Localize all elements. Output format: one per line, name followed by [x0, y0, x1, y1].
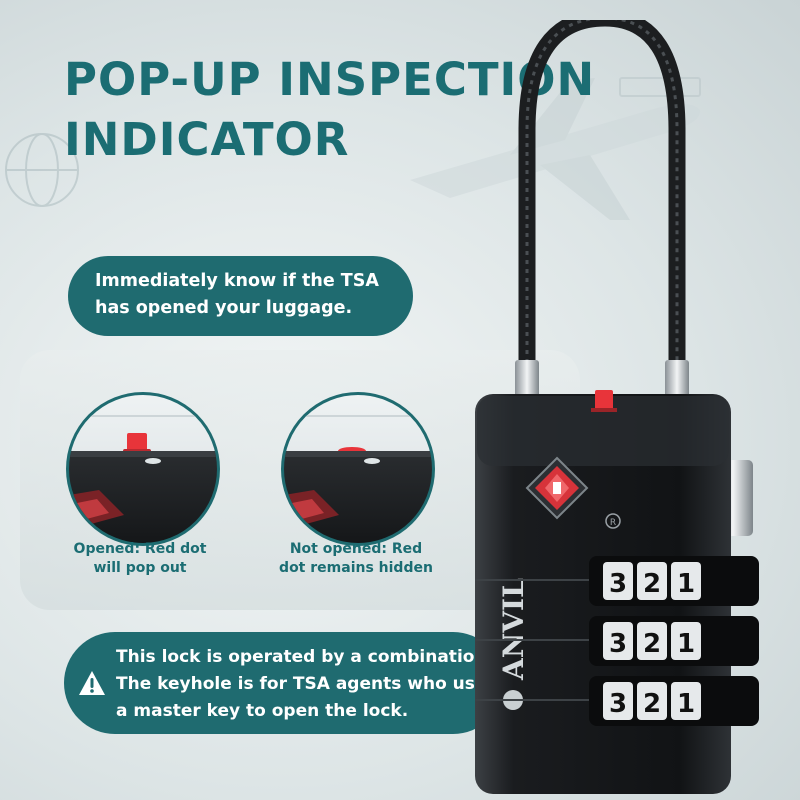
combination-dial-3: 3 2 1	[589, 676, 759, 726]
page-title: POP-UP INSPECTION INDICATOR	[64, 50, 595, 170]
opened-caption: Opened: Red dot will pop out	[30, 540, 250, 578]
not-opened-caption-line-1: Not opened: Red	[289, 541, 423, 557]
title-line-1: POP-UP INSPECTION	[64, 53, 596, 106]
dial-2-wheel-2	[637, 622, 667, 660]
brand-name: ANVIL	[497, 578, 530, 681]
left-collar	[515, 360, 539, 400]
opened-caption-line-1: Opened: Red dot	[73, 541, 207, 557]
dial-1-wheel-1	[603, 562, 633, 600]
indicator-pin	[595, 390, 613, 412]
notice-line-2: The keyhole is for TSA agents who use	[116, 674, 487, 694]
warning-triangle-icon	[79, 671, 105, 695]
dial-3-digit-1: 3	[609, 689, 627, 719]
brand-logo: ANVIL	[497, 578, 530, 710]
title-line-2: INDICATOR	[64, 113, 350, 166]
intro-callout: Immediately know if the TSA has opened y…	[68, 256, 413, 336]
dial-1-digit-2: 2	[643, 569, 661, 599]
combination-dial-2: 3 2 1	[589, 616, 759, 666]
dial-2-digit-1: 3	[609, 629, 627, 659]
dial-3-wheel-1	[603, 682, 633, 720]
indicator-popped-illustration	[69, 415, 217, 530]
intro-line-2: has opened your luggage.	[95, 298, 353, 318]
cable-shackle	[518, 20, 686, 372]
dial-1-digit-3: 1	[677, 569, 695, 599]
combination-dial-1: 3 2 1	[589, 556, 759, 606]
not-opened-state-detail	[281, 392, 435, 546]
dial-1-wheel-3	[671, 562, 701, 600]
dial-2-wheel-1	[603, 622, 633, 660]
dial-1-digit-1: 3	[609, 569, 627, 599]
indicator-hidden-illustration	[284, 415, 432, 530]
not-opened-caption: Not opened: Red dot remains hidden	[246, 540, 466, 578]
tsa-diamond-icon	[525, 456, 589, 520]
right-collar	[665, 360, 689, 400]
dial-2-digit-3: 1	[677, 629, 695, 659]
dial-2-wheel-3	[671, 622, 701, 660]
dial-2-digit-2: 2	[643, 629, 661, 659]
tsa-combination-lock: R ANVIL 3 2 1 3 2 1 3 2 1	[475, 20, 759, 794]
globe-icon	[5, 133, 79, 207]
dial-3-digit-3: 1	[677, 689, 695, 719]
opened-state-detail	[66, 392, 220, 546]
notice-line-3: a master key to open the lock.	[116, 701, 409, 721]
svg-text:R: R	[610, 518, 616, 528]
opened-caption-line-2: will pop out	[93, 560, 187, 576]
dial-1-wheel-2	[637, 562, 667, 600]
notice-line-1: This lock is operated by a combination.	[116, 647, 494, 667]
dial-3-wheel-2	[637, 682, 667, 720]
registered-mark-icon: R	[605, 513, 621, 529]
intro-line-1: Immediately know if the TSA	[95, 271, 379, 291]
dial-3-wheel-3	[671, 682, 701, 720]
combination-notice: This lock is operated by a combination. …	[64, 632, 504, 734]
not-opened-caption-line-2: dot remains hidden	[279, 560, 433, 576]
dial-3-digit-2: 2	[643, 689, 661, 719]
